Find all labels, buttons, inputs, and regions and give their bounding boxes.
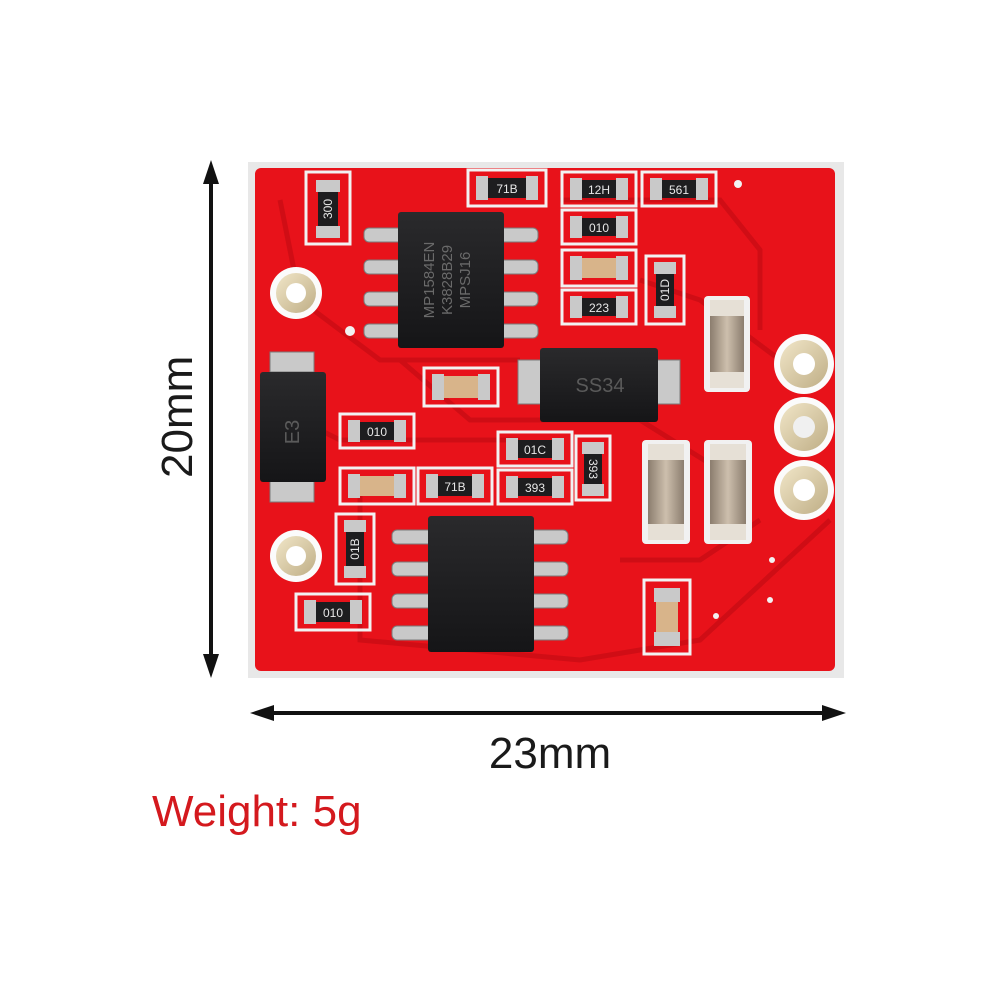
- resistor-01c-marking: 01C: [524, 443, 546, 457]
- resistor-71b-top-marking: 71B: [496, 182, 517, 196]
- ic-top-marking-1: MP1584EN: [421, 242, 438, 319]
- pin-hole-3: [774, 460, 834, 520]
- diode-ss34: SS34: [517, 348, 681, 422]
- ic-top: MP1584EN K3828B29 MPSJ16: [345, 212, 539, 348]
- capacitor-bottom-2: [704, 440, 752, 544]
- resistor-300-marking: 300: [321, 199, 335, 219]
- resistor-010-c: 010: [294, 592, 372, 632]
- resistor-71b-top: 71B: [466, 168, 548, 208]
- resistor-010-c-marking: 010: [323, 606, 343, 620]
- ceramic-cap-top: [560, 248, 638, 288]
- vias: [713, 180, 775, 619]
- width-dimension-arrow: [250, 705, 846, 721]
- resistor-223-marking: 223: [589, 301, 609, 315]
- resistor-393-a-marking: 393: [525, 481, 545, 495]
- diode-left: E3: [260, 351, 326, 503]
- resistor-71b-bottom: 71B: [416, 466, 494, 506]
- pin-hole-1: [774, 334, 834, 394]
- mounting-hole-bottom-left: [270, 530, 322, 582]
- resistor-561-marking: 561: [669, 183, 689, 197]
- resistor-01b: 01B: [334, 512, 376, 586]
- pin-hole-2: [774, 397, 834, 457]
- resistor-393-b: 393: [574, 434, 612, 502]
- capacitor-right-top: [704, 296, 750, 392]
- height-dimension-arrow: [203, 160, 219, 678]
- ceramic-cap-mid: [422, 366, 500, 408]
- resistor-12h-marking: 12H: [588, 183, 610, 197]
- ic-bottom: [391, 516, 569, 652]
- diode-left-marking: E3: [282, 420, 304, 444]
- resistor-561: 561: [640, 170, 718, 208]
- resistor-010-a: 010: [560, 208, 638, 246]
- resistor-01d: 01D: [644, 254, 686, 326]
- ic-top-marking-2: K3828B29: [439, 245, 456, 315]
- ic-top-marking-3: MPSJ16: [457, 252, 474, 309]
- mounting-hole-top-left: [270, 267, 322, 319]
- resistor-01d-marking: 01D: [658, 279, 672, 301]
- resistor-01b-marking: 01B: [348, 538, 362, 559]
- resistor-010-b-marking: 010: [367, 425, 387, 439]
- resistor-71b-bottom-marking: 71B: [444, 480, 465, 494]
- height-label: 20mm: [153, 355, 202, 478]
- resistor-393-b-marking: 393: [586, 459, 600, 479]
- resistor-223: 223: [560, 288, 638, 326]
- capacitor-bottom-1: [642, 440, 690, 544]
- resistor-010-a-marking: 010: [589, 221, 609, 235]
- width-label: 23mm: [488, 729, 612, 778]
- resistor-01c: 01C: [496, 430, 574, 468]
- ceramic-cap-low: [338, 466, 416, 506]
- resistor-393-a: 393: [496, 468, 574, 506]
- resistor-300: 300: [304, 170, 352, 246]
- resistor-010-b: 010: [338, 412, 416, 450]
- weight-label: Weight: 5g: [152, 787, 362, 836]
- diode-ss34-marking: SS34: [576, 375, 625, 397]
- resistor-12h: 12H: [560, 170, 638, 208]
- ceramic-cap-vertical: [642, 578, 692, 656]
